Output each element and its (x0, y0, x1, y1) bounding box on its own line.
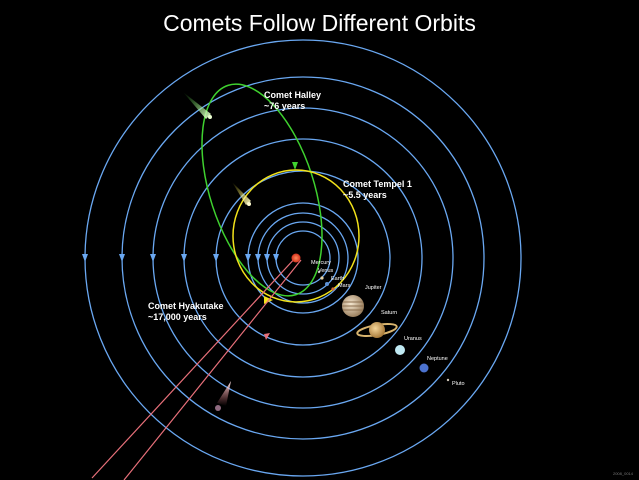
hyakutake-nucleus (215, 405, 221, 411)
label-jupiter: Jupiter (365, 285, 382, 291)
orbit-saturn (183, 138, 423, 378)
arrow-earth (255, 254, 261, 262)
arrow-mercury (273, 254, 279, 262)
sun (291, 253, 301, 263)
label-earth: Earth (331, 276, 345, 282)
tempel1-orbit (232, 169, 360, 304)
planet-venus (320, 276, 324, 280)
page-title: Comets Follow Different Orbits (163, 10, 476, 36)
label-saturn: Saturn (381, 310, 398, 316)
jupiter-bands (342, 301, 364, 311)
arrow-mars (245, 254, 251, 262)
halley-name: Comet Halley (264, 90, 322, 100)
tempel1-period: ~5.5 years (343, 190, 387, 200)
hyakutake-tail (217, 381, 231, 406)
planet-uranus (395, 345, 405, 355)
label-mercury: Mercury (311, 260, 331, 266)
planet-saturn (356, 322, 398, 338)
label-neptune: Neptune (427, 356, 448, 362)
planet-mercury (317, 270, 321, 274)
planet-pluto (446, 378, 450, 382)
halley-arrow (292, 162, 298, 170)
label-pluto: Pluto (452, 381, 465, 387)
halley-nucleus (208, 115, 212, 119)
tempel1-nucleus (247, 202, 251, 206)
label-mars: Mars (338, 283, 351, 289)
halley-period: ~76 years (264, 101, 306, 111)
tempel1-name: Comet Tempel 1 (343, 179, 412, 189)
halley-orbit (183, 83, 323, 297)
arrow-venus (264, 254, 270, 262)
label-venus: Venus (318, 268, 334, 274)
orbit-neptune (121, 76, 485, 440)
arrow-jupiter (213, 254, 219, 262)
image-credit: 2008_0014 (612, 471, 633, 476)
label-uranus: Uranus (404, 336, 422, 342)
hyakutake-period: ~17,000 years (148, 312, 207, 322)
tempel1-tail (232, 182, 251, 205)
hyakutake-name: Comet Hyakutake (148, 301, 224, 311)
planet-earth (325, 282, 329, 286)
hyakutake-arrow (264, 333, 270, 340)
arrow-saturn (181, 254, 187, 262)
planet-neptune (419, 363, 429, 373)
orbit-direction-arrows (82, 254, 279, 262)
planets (317, 270, 450, 382)
planet-mars (331, 287, 335, 291)
arrow-uranus (150, 254, 156, 262)
hyakutake-orbit (91, 255, 302, 480)
halley-tail (183, 92, 211, 119)
hyakutake-label: Comet Hyakutake ~17,000 years (148, 301, 224, 323)
halley-label: Comet Halley ~76 years (264, 90, 321, 112)
tempel1-label: Comet Tempel 1 ~5.5 years (343, 179, 412, 201)
arrow-neptune (119, 254, 125, 262)
arrow-pluto (82, 254, 88, 262)
